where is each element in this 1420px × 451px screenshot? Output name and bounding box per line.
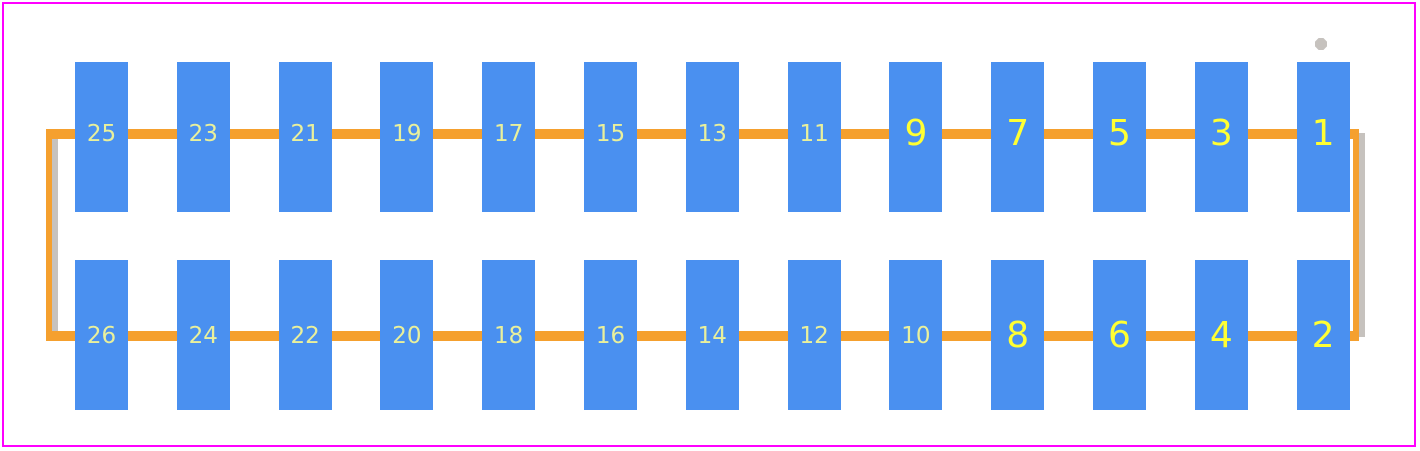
- pad-8[interactable]: [991, 260, 1045, 410]
- pad-1[interactable]: [1296, 62, 1350, 212]
- pad-20[interactable]: [380, 260, 434, 410]
- pad-18[interactable]: [482, 260, 536, 410]
- pad-4[interactable]: [1194, 260, 1248, 410]
- courtyard-edge-right: [1353, 129, 1359, 341]
- pad-10[interactable]: [889, 260, 943, 410]
- pad-23[interactable]: [176, 62, 230, 212]
- pad-5[interactable]: [1093, 62, 1146, 212]
- pad-21[interactable]: [278, 62, 332, 212]
- pad-17[interactable]: [482, 62, 536, 212]
- pad-2[interactable]: [1296, 260, 1350, 410]
- pad-12[interactable]: [787, 260, 841, 410]
- pad-16[interactable]: [584, 260, 637, 410]
- pad-22[interactable]: [278, 260, 332, 410]
- assembly-edge-right: [1359, 133, 1365, 337]
- pad-11[interactable]: [787, 62, 841, 212]
- pad-14[interactable]: [685, 260, 739, 410]
- pad-25[interactable]: [75, 62, 128, 212]
- pad-7[interactable]: [991, 62, 1045, 212]
- pad-9[interactable]: [889, 62, 943, 212]
- pad-24[interactable]: [176, 260, 230, 410]
- origin-marker: [1315, 38, 1327, 50]
- pad-6[interactable]: [1093, 260, 1146, 410]
- pad-19[interactable]: [380, 62, 434, 212]
- courtyard-edge-left: [46, 129, 52, 341]
- pad-15[interactable]: [584, 62, 637, 212]
- pad-13[interactable]: [685, 62, 739, 212]
- pad-3[interactable]: [1194, 62, 1248, 212]
- assembly-edge-left: [52, 133, 58, 337]
- pad-26[interactable]: [75, 260, 128, 410]
